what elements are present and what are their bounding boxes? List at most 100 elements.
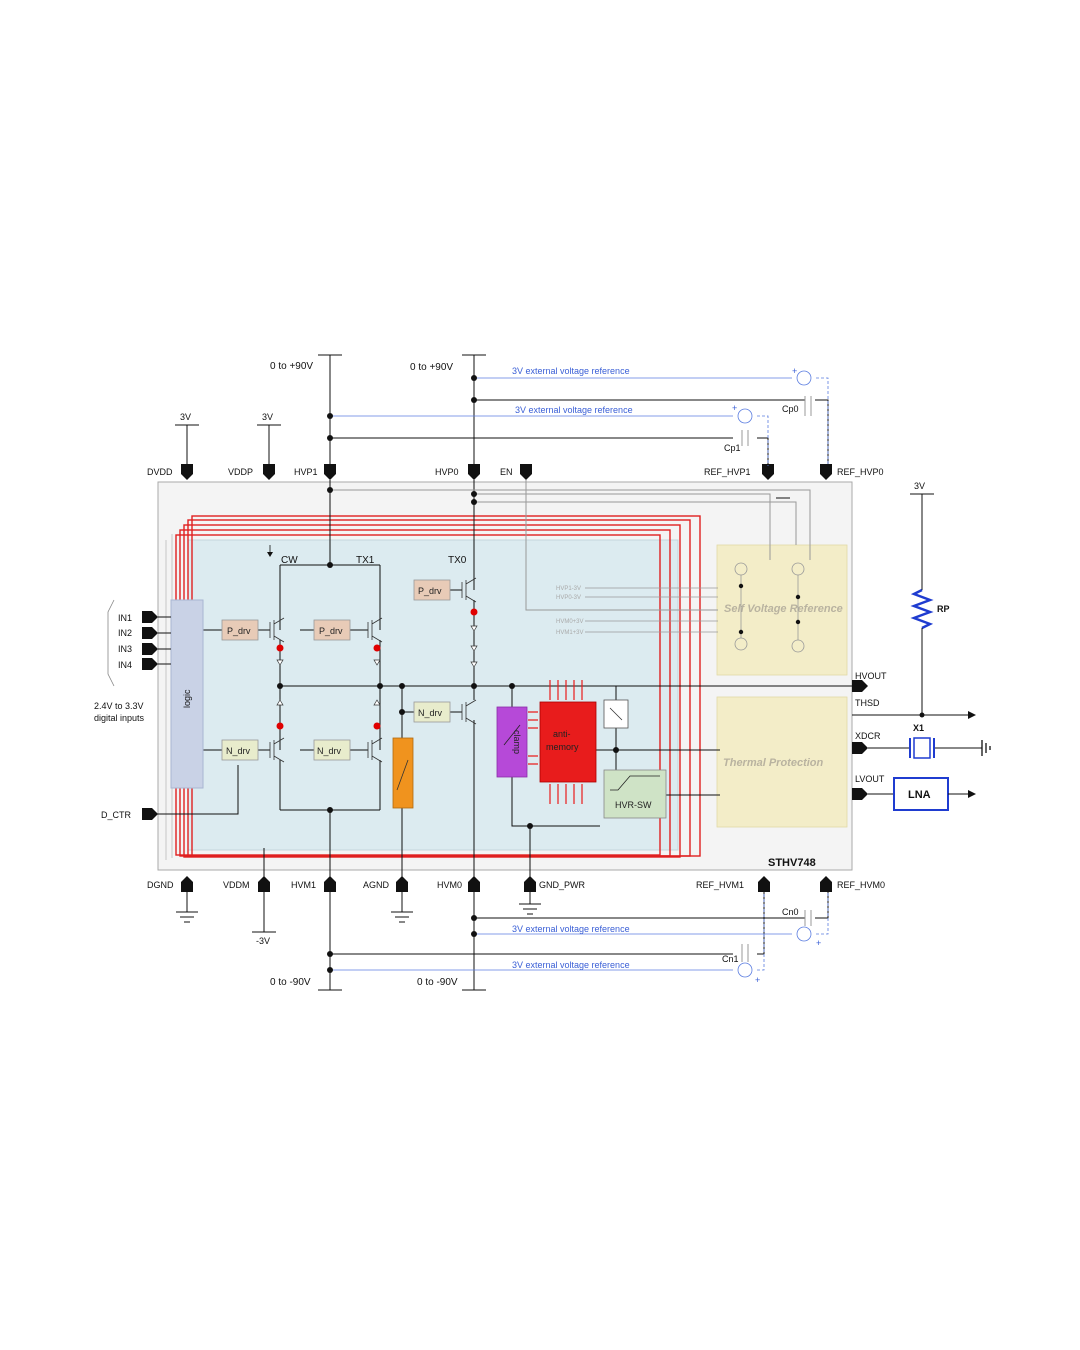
hvp1-supply: 0 to +90V [270,354,342,466]
ground-symbols [176,892,541,923]
hvp1-3v-label: HVP1-3V [556,586,581,592]
pin-in3 [142,643,158,655]
svg-text:X1: X1 [913,723,924,733]
anti-memory-arrows [528,680,583,804]
svg-text:P_drv: P_drv [418,586,442,596]
pin-hvm1 [324,876,336,892]
logic-label: logic [182,689,192,708]
pin-gnd-pwr [524,876,536,892]
clamp-block: clamp [496,706,528,778]
hvp0-supply: 0 to +90V [410,354,486,466]
hvm0-3v-label: HVM0+3V [556,619,584,625]
p-drv-cw: P_drv [221,619,259,641]
svg-text:HVR-SW: HVR-SW [615,800,652,810]
svg-text:N_drv: N_drv [317,746,342,756]
hvm1-3v-label: HVM1+3V [556,630,584,636]
svg-text:anti-: anti- [553,729,571,739]
cp0-label: Cp0 [782,404,799,414]
in4-label: IN4 [118,660,132,670]
ref-hvp1-label: REF_HVP1 [704,467,751,477]
hvp0-3v-label: HVP0-3V [556,595,581,601]
rp-resistor [910,588,934,630]
self-voltage-reference-block [716,544,848,676]
hvout-label: HVOUT [855,671,887,681]
svg-text:memory: memory [546,742,579,752]
in3-label: IN3 [118,644,132,654]
n-drv-tx1: N_drv [313,739,351,761]
thsd-label: THSD [855,698,880,708]
vddm-supply: -3V [252,892,276,946]
pin-agnd [396,876,408,892]
orange-switch [392,737,414,809]
dvdd-supply: 3V [175,412,199,466]
svg-text:clamp: clamp [512,730,522,754]
svg-text:+: + [816,938,821,948]
transistors [269,577,477,763]
input-note-1: 2.4V to 3.3V [94,701,144,711]
pin-in1 [142,611,158,623]
pin-en [520,464,532,480]
pin-in4 [142,658,158,670]
hvm1-supply: 0 to -90V [270,892,342,991]
vddp-supply: 3V [257,412,281,466]
svg-text:N_drv: N_drv [226,746,251,756]
svg-text:-3V: -3V [256,936,270,946]
p-drv-tx0: P_drv [413,579,451,601]
hvr-sw-block: HVR-SW [603,769,667,819]
anti-memory-block: anti- memory [539,701,597,783]
svg-text:P_drv: P_drv [227,626,251,636]
pin-vddm [258,876,270,892]
x1-crystal: X1 [868,723,991,759]
red-nodes [276,608,478,730]
ref-hvp0-label: REF_HVP0 [837,467,884,477]
dvdd-label: DVDD [147,467,173,477]
ref-hvm0-label: REF_HVM0 [837,880,885,890]
svg-text:3V: 3V [914,481,925,491]
en-label: EN [500,467,513,477]
svg-text:0 to -90V: 0 to -90V [270,977,311,988]
svg-text:LNA: LNA [908,789,931,801]
in2-label: IN2 [118,628,132,638]
pin-lvout [852,788,868,800]
pin-ref-hvp0 [820,464,832,480]
svg-text:+: + [732,403,737,413]
svg-text:3V: 3V [262,412,273,422]
ext-ref-hvp0-label: 3V external voltage reference [512,366,630,376]
svg-text:+: + [755,975,760,985]
d-ctr-label: D_CTR [101,810,132,820]
cp1-label: Cp1 [724,443,741,453]
svg-text:0 to +90V: 0 to +90V [410,362,453,373]
hvm1-label: HVM1 [291,880,316,890]
pin-hvout [852,680,868,692]
pin-hvp1 [324,464,336,480]
ext-ref-hvm1-label: 3V external voltage reference [512,960,630,970]
rp-label: RP [937,604,950,614]
pin-d-ctr [142,808,158,820]
in1-label: IN1 [118,613,132,623]
gnd-pwr-label: GND_PWR [539,880,586,890]
svg-text:P_drv: P_drv [319,626,343,636]
cn0-label: Cn0 [782,907,799,917]
pin-ref-hvp1 [762,464,774,480]
svg-text:0 to -90V: 0 to -90V [417,977,458,988]
p-drv-tx1: P_drv [313,619,351,641]
chip-name: STHV748 [768,857,816,869]
ref-hvm1-label: REF_HVM1 [696,880,744,890]
pin-hvp0 [468,464,480,480]
n-drv-cw: N_drv [221,739,259,761]
input-note-2: digital inputs [94,713,145,723]
pin-hvm0 [468,876,480,892]
svg-text:N_drv: N_drv [418,708,443,718]
pin-dvdd [181,464,193,480]
svg-text:0 to +90V: 0 to +90V [270,361,313,372]
lna-block: LNA [868,777,976,811]
pin-in2 [142,627,158,639]
xdcr-label: XDCR [855,731,881,741]
cn1-label: Cn1 [722,954,739,964]
svg-text:3V: 3V [180,412,191,422]
pin-xdcr [852,742,868,754]
vddp-label: VDDP [228,467,253,477]
pin-vddp [263,464,275,480]
vddm-label: VDDM [223,880,250,890]
